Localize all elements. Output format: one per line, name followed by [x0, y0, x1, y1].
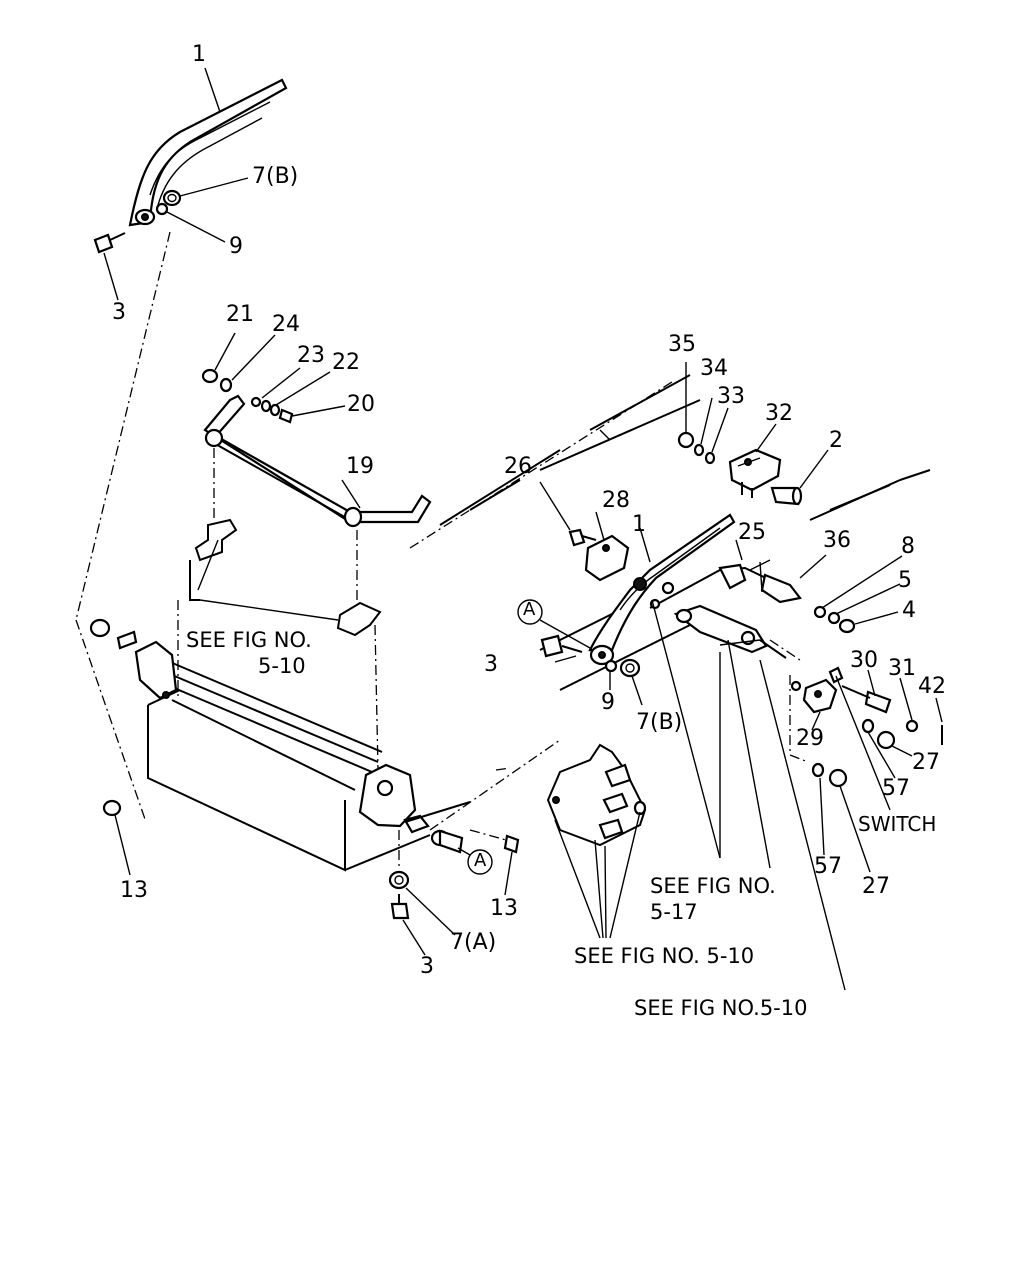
callout-5: 5	[898, 568, 912, 593]
callout-29: 29	[796, 726, 824, 751]
callout-7b-mid: 7(B)	[636, 710, 683, 735]
nut-4	[838, 618, 856, 634]
switch-27-57-a	[861, 718, 896, 750]
note-see-fig-517-line1: SEE FIG NO.	[650, 874, 776, 898]
callout-23: 23	[297, 343, 325, 368]
callout-26: 26	[504, 454, 532, 479]
bolt-3-bottom	[390, 894, 410, 920]
callout-22: 22	[332, 350, 360, 375]
washer-5	[827, 611, 841, 625]
note-see-fig-517-line2: 5-17	[650, 900, 698, 924]
nut-7a	[388, 870, 410, 890]
bolt-3-mid	[540, 634, 583, 658]
washer-31	[905, 719, 919, 733]
washer-9-top	[155, 202, 169, 216]
callout-27-a: 27	[912, 750, 940, 775]
callout-3-mid: 3	[484, 652, 498, 677]
callout-9-mid: 9	[601, 690, 615, 715]
nut-7b-top	[162, 189, 182, 207]
brake-lever-mid	[588, 513, 736, 666]
bracket-28	[584, 534, 630, 582]
note-see-fig-510-left-line1: SEE FIG NO.	[186, 628, 312, 652]
switch-27-57-b	[811, 762, 848, 788]
nut-7b-mid	[619, 658, 641, 678]
mount-left	[89, 618, 178, 700]
bolt-13-left	[102, 799, 122, 817]
washer-24	[219, 377, 233, 393]
callout-a-bottom: A	[474, 850, 487, 871]
callout-34: 34	[700, 356, 728, 381]
callout-57-a: 57	[882, 776, 910, 801]
bracket-center	[546, 743, 647, 847]
callout-7a: 7(A)	[450, 930, 497, 955]
callout-4: 4	[902, 598, 916, 623]
mount-right	[358, 763, 430, 834]
frame-cross-member	[147, 661, 431, 872]
bolt-3-top	[93, 232, 126, 254]
callout-7b-top: 7(B)	[252, 164, 299, 189]
bushing-23-22-20	[250, 396, 294, 424]
callout-33: 33	[717, 384, 745, 409]
callout-a-right: A	[523, 599, 536, 620]
callout-2: 2	[829, 428, 843, 453]
callout-31: 31	[888, 656, 916, 681]
stabilizer-rod	[203, 394, 432, 528]
washer-8	[813, 605, 827, 619]
callout-57-b: 57	[814, 854, 842, 879]
callout-8: 8	[901, 534, 915, 559]
callout-25: 25	[738, 520, 766, 545]
callout-9-top: 9	[229, 234, 243, 259]
callout-20: 20	[347, 392, 375, 417]
pin-2	[770, 486, 803, 506]
switch-bracket-29	[802, 678, 838, 714]
washer-34	[693, 443, 705, 457]
bracket-left	[189, 518, 238, 601]
callout-switch: SWITCH	[858, 812, 937, 836]
brake-lever-top	[128, 78, 288, 227]
washer-9-mid	[604, 659, 618, 673]
callout-28: 28	[602, 488, 630, 513]
note-see-fig-510-center: SEE FIG NO. 5-10	[574, 944, 755, 968]
callout-32: 32	[765, 401, 793, 426]
callout-27-b: 27	[862, 874, 890, 899]
callout-3-top: 3	[112, 300, 126, 325]
note-see-fig-510-bottom: SEE FIG NO.5-10	[634, 996, 808, 1020]
callout-21: 21	[226, 302, 254, 327]
bolt-13-bottom	[469, 829, 520, 854]
note-see-fig-510-left-line2: 5-10	[258, 654, 306, 678]
pedal-bracket	[673, 604, 787, 659]
callout-30: 30	[850, 648, 878, 673]
callout-1-top: 1	[192, 42, 206, 67]
callout-35: 35	[668, 332, 696, 357]
callout-24: 24	[272, 312, 300, 337]
callout-1-mid: 1	[632, 512, 646, 537]
washer-33	[704, 451, 716, 465]
bolt-30	[841, 685, 892, 714]
callout-19: 19	[346, 454, 374, 479]
bracket-right	[336, 601, 382, 637]
nut-35	[677, 431, 695, 449]
circle-a-right	[517, 599, 543, 625]
callout-13-bottom: 13	[490, 896, 518, 921]
callout-3-bottom: 3	[420, 954, 434, 979]
callout-13-left: 13	[120, 878, 148, 903]
pin-26	[568, 528, 597, 547]
circle-a-bottom	[467, 849, 493, 875]
callout-36: 36	[823, 528, 851, 553]
bracket-32	[728, 448, 782, 498]
bushing-a-bottom	[430, 829, 464, 854]
frame-outline	[409, 374, 931, 691]
nut-21	[201, 368, 219, 384]
callout-42: 42	[918, 674, 946, 699]
